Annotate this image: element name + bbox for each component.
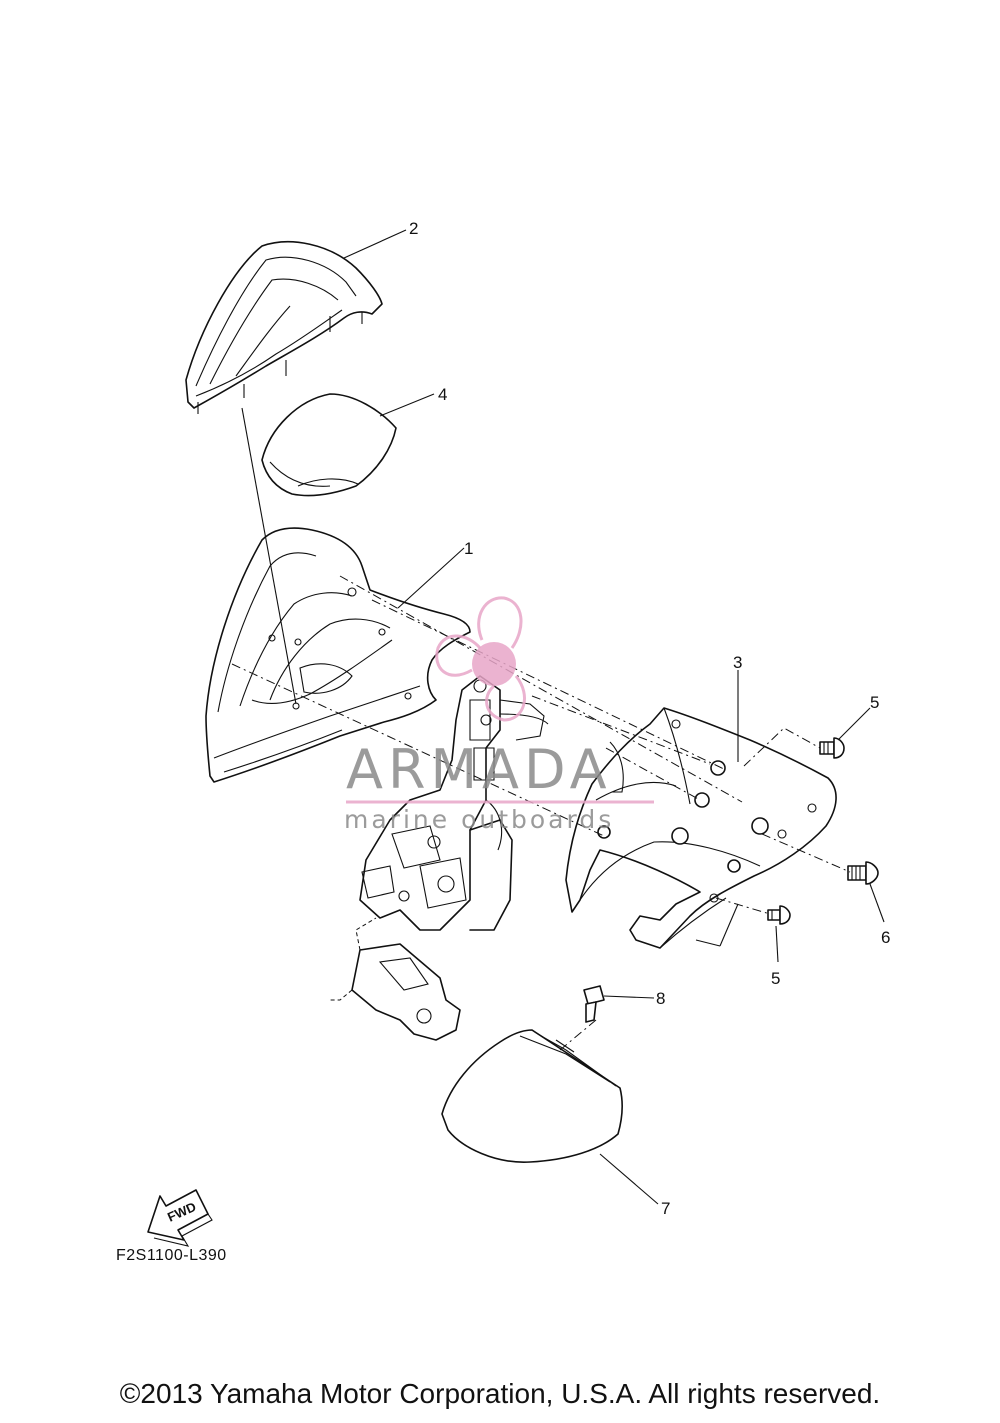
part-7-lower-cover[interactable] bbox=[441, 1029, 623, 1163]
callout-1: 1 bbox=[464, 539, 473, 558]
diagram-code: F2S1100-L390 bbox=[116, 1247, 227, 1264]
watermark-brand: ARMADA bbox=[346, 738, 612, 801]
callout-numbers: 2 4 1 3 5 6 5 8 7 bbox=[409, 219, 890, 1218]
callout-5-upper: 5 bbox=[870, 693, 879, 712]
assembly-lines bbox=[231, 407, 851, 1051]
callout-4: 4 bbox=[438, 385, 447, 404]
part-6-screw[interactable] bbox=[847, 861, 879, 885]
callout-3: 3 bbox=[733, 653, 742, 672]
copyright-notice: ©2013 Yamaha Motor Corporation, U.S.A. A… bbox=[119, 1378, 881, 1409]
callout-leaders bbox=[343, 229, 885, 1205]
armada-watermark: ARMADA marine outboards bbox=[344, 596, 654, 834]
part-5-screw-lower[interactable] bbox=[767, 905, 791, 925]
callout-2: 2 bbox=[409, 219, 418, 238]
callout-6: 6 bbox=[881, 928, 890, 947]
part-4-pad[interactable] bbox=[261, 393, 397, 497]
steering-column-assembly bbox=[330, 675, 549, 1041]
callout-7: 7 bbox=[661, 1199, 670, 1218]
part-1-front-cowl[interactable] bbox=[205, 527, 471, 783]
callout-5-lower: 5 bbox=[771, 969, 780, 988]
watermark-tagline: marine outboards bbox=[344, 805, 614, 834]
part-2-upper-cover[interactable] bbox=[185, 240, 383, 414]
part-5-screw-upper[interactable] bbox=[819, 737, 845, 759]
callout-8: 8 bbox=[656, 989, 665, 1008]
part-3-side-panel[interactable] bbox=[565, 707, 837, 949]
fwd-arrow-icon: FWD bbox=[147, 1189, 213, 1247]
part-8-bolt[interactable] bbox=[583, 985, 605, 1023]
